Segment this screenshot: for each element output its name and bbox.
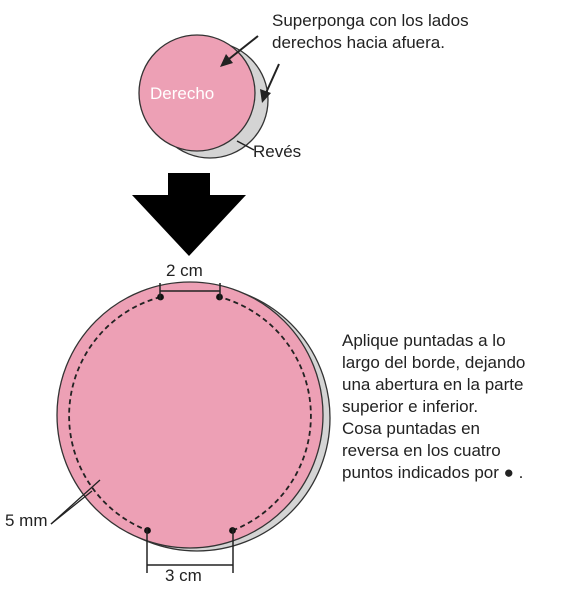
back-label: Revés: [253, 142, 302, 161]
instruction-line: una abertura en la parte: [342, 375, 524, 394]
seam-allowance-label: 5 mm: [5, 511, 48, 530]
instruction-line: Cosa puntadas en: [342, 419, 480, 438]
instruction-line: largo del borde, dejando: [342, 353, 526, 372]
top-note: Superponga con los lados derechos hacia …: [272, 10, 469, 54]
stitch-line-right: [219, 296, 312, 532]
instruction-line: Aplique puntadas a lo: [342, 331, 506, 350]
stitch-line-left: [68, 296, 161, 532]
dimension-bottom: [146, 528, 234, 573]
big-down-arrow: [132, 173, 246, 256]
gap-top-label: 2 cm: [166, 261, 203, 280]
seam-allowance-leaders: [50, 479, 101, 525]
gap-bottom-label: 3 cm: [165, 566, 202, 585]
pointer-to-front: [220, 35, 259, 67]
leader-line-reves: [236, 140, 255, 151]
front-label: Derecho: [150, 84, 215, 103]
dimension-top: [159, 283, 221, 300]
pointer-to-back: [260, 63, 280, 103]
instruction-line: puntos indicados por ● .: [342, 463, 524, 482]
instruction-line: superior e inferior.: [342, 397, 479, 416]
large-circle-front: [56, 281, 324, 549]
top-note-line-1: Superponga con los lados: [272, 11, 469, 30]
top-note-line-2: derechos hacia afuera.: [272, 33, 445, 52]
instructions: Aplique puntadas a lo largo del borde, d…: [342, 330, 570, 484]
instruction-line: reversa en los cuatro: [342, 441, 501, 460]
